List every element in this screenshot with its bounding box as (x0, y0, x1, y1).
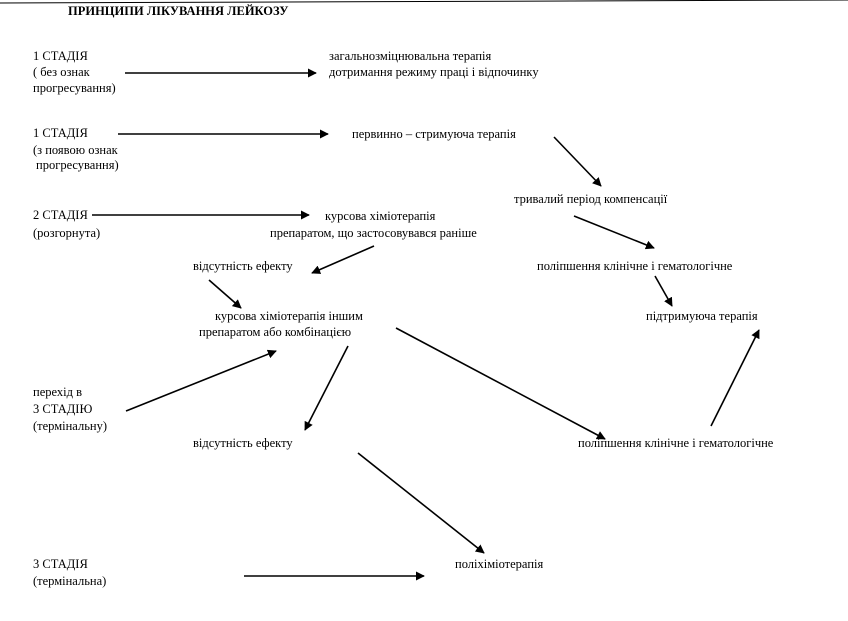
arrow-improvement2-to-maintenance (710, 329, 760, 427)
no-effect-2: відсутність ефекту (193, 436, 293, 450)
arrow-noeffect2-to-polychemo (357, 452, 485, 554)
improvement-1: поліпшення клінічне і гематологічне (537, 259, 733, 273)
polychemotherapy: поліхіміотерапія (455, 557, 544, 571)
top-border-line (0, 0, 848, 4)
stage3-line2: (термінальна) (33, 574, 107, 588)
no-effect-1: відсутність ефекту (193, 259, 293, 273)
primary-therapy: первинно – стримуюча терапія (352, 127, 516, 141)
general-therapy-line2: дотримання режиму праці і відпочинку (329, 65, 539, 79)
stage1a-line2: ( без ознак (33, 65, 90, 79)
improvement-2: поліпшення клінічне і гематологічне (578, 436, 774, 450)
stage1a-line3: прогресування) (33, 81, 116, 95)
course-chemo-line2: препаратом, що застосовувався раніше (270, 226, 477, 240)
stage1a-line1: 1 СТАДІЯ (33, 49, 88, 63)
arrow-compensation-to-improvement (573, 215, 655, 250)
course-chemo-line1: курсова хіміотерапія (325, 209, 436, 223)
stage1b-line1: 1 СТАДІЯ (33, 126, 88, 140)
transition-line1: перехід в (33, 385, 82, 399)
stage2-line2: (розгорнута) (33, 226, 101, 240)
arrow-other-course-to-improvement2 (395, 327, 606, 440)
course-chemo-other-line1: курсова хіміотерапія іншим (215, 309, 363, 323)
transition-line3: (термінальну) (33, 419, 108, 433)
maintenance-therapy: підтримуюча терапія (646, 309, 758, 323)
arrow-improvement-to-maintenance (654, 275, 673, 307)
arrow-noeffect-to-other-course (208, 279, 242, 309)
arrow-transition-to-other-course (125, 349, 277, 412)
arrow-other-course-to-noeffect2 (304, 345, 349, 431)
general-therapy-line1: загальнозміцнювальна терапія (329, 49, 492, 63)
long-compensation: тривалий період компенсації (514, 192, 668, 206)
stage3-line1: 3 СТАДІЯ (33, 557, 88, 571)
arrow-course-to-noeffect (311, 245, 375, 274)
transition-line2: 3 СТАДІЮ (33, 402, 93, 416)
diagram-title: ПРИНЦИПИ ЛІКУВАННЯ ЛЕЙКОЗУ (68, 4, 289, 18)
stage1b-line2: (з появою ознак (33, 143, 118, 157)
course-chemo-other-line2: препаратом або комбінацією (199, 325, 352, 339)
stage1b-line3: прогресування) (36, 158, 119, 172)
arrow-primary-to-compensation (553, 136, 602, 187)
stage2-line1: 2 СТАДІЯ (33, 208, 88, 222)
